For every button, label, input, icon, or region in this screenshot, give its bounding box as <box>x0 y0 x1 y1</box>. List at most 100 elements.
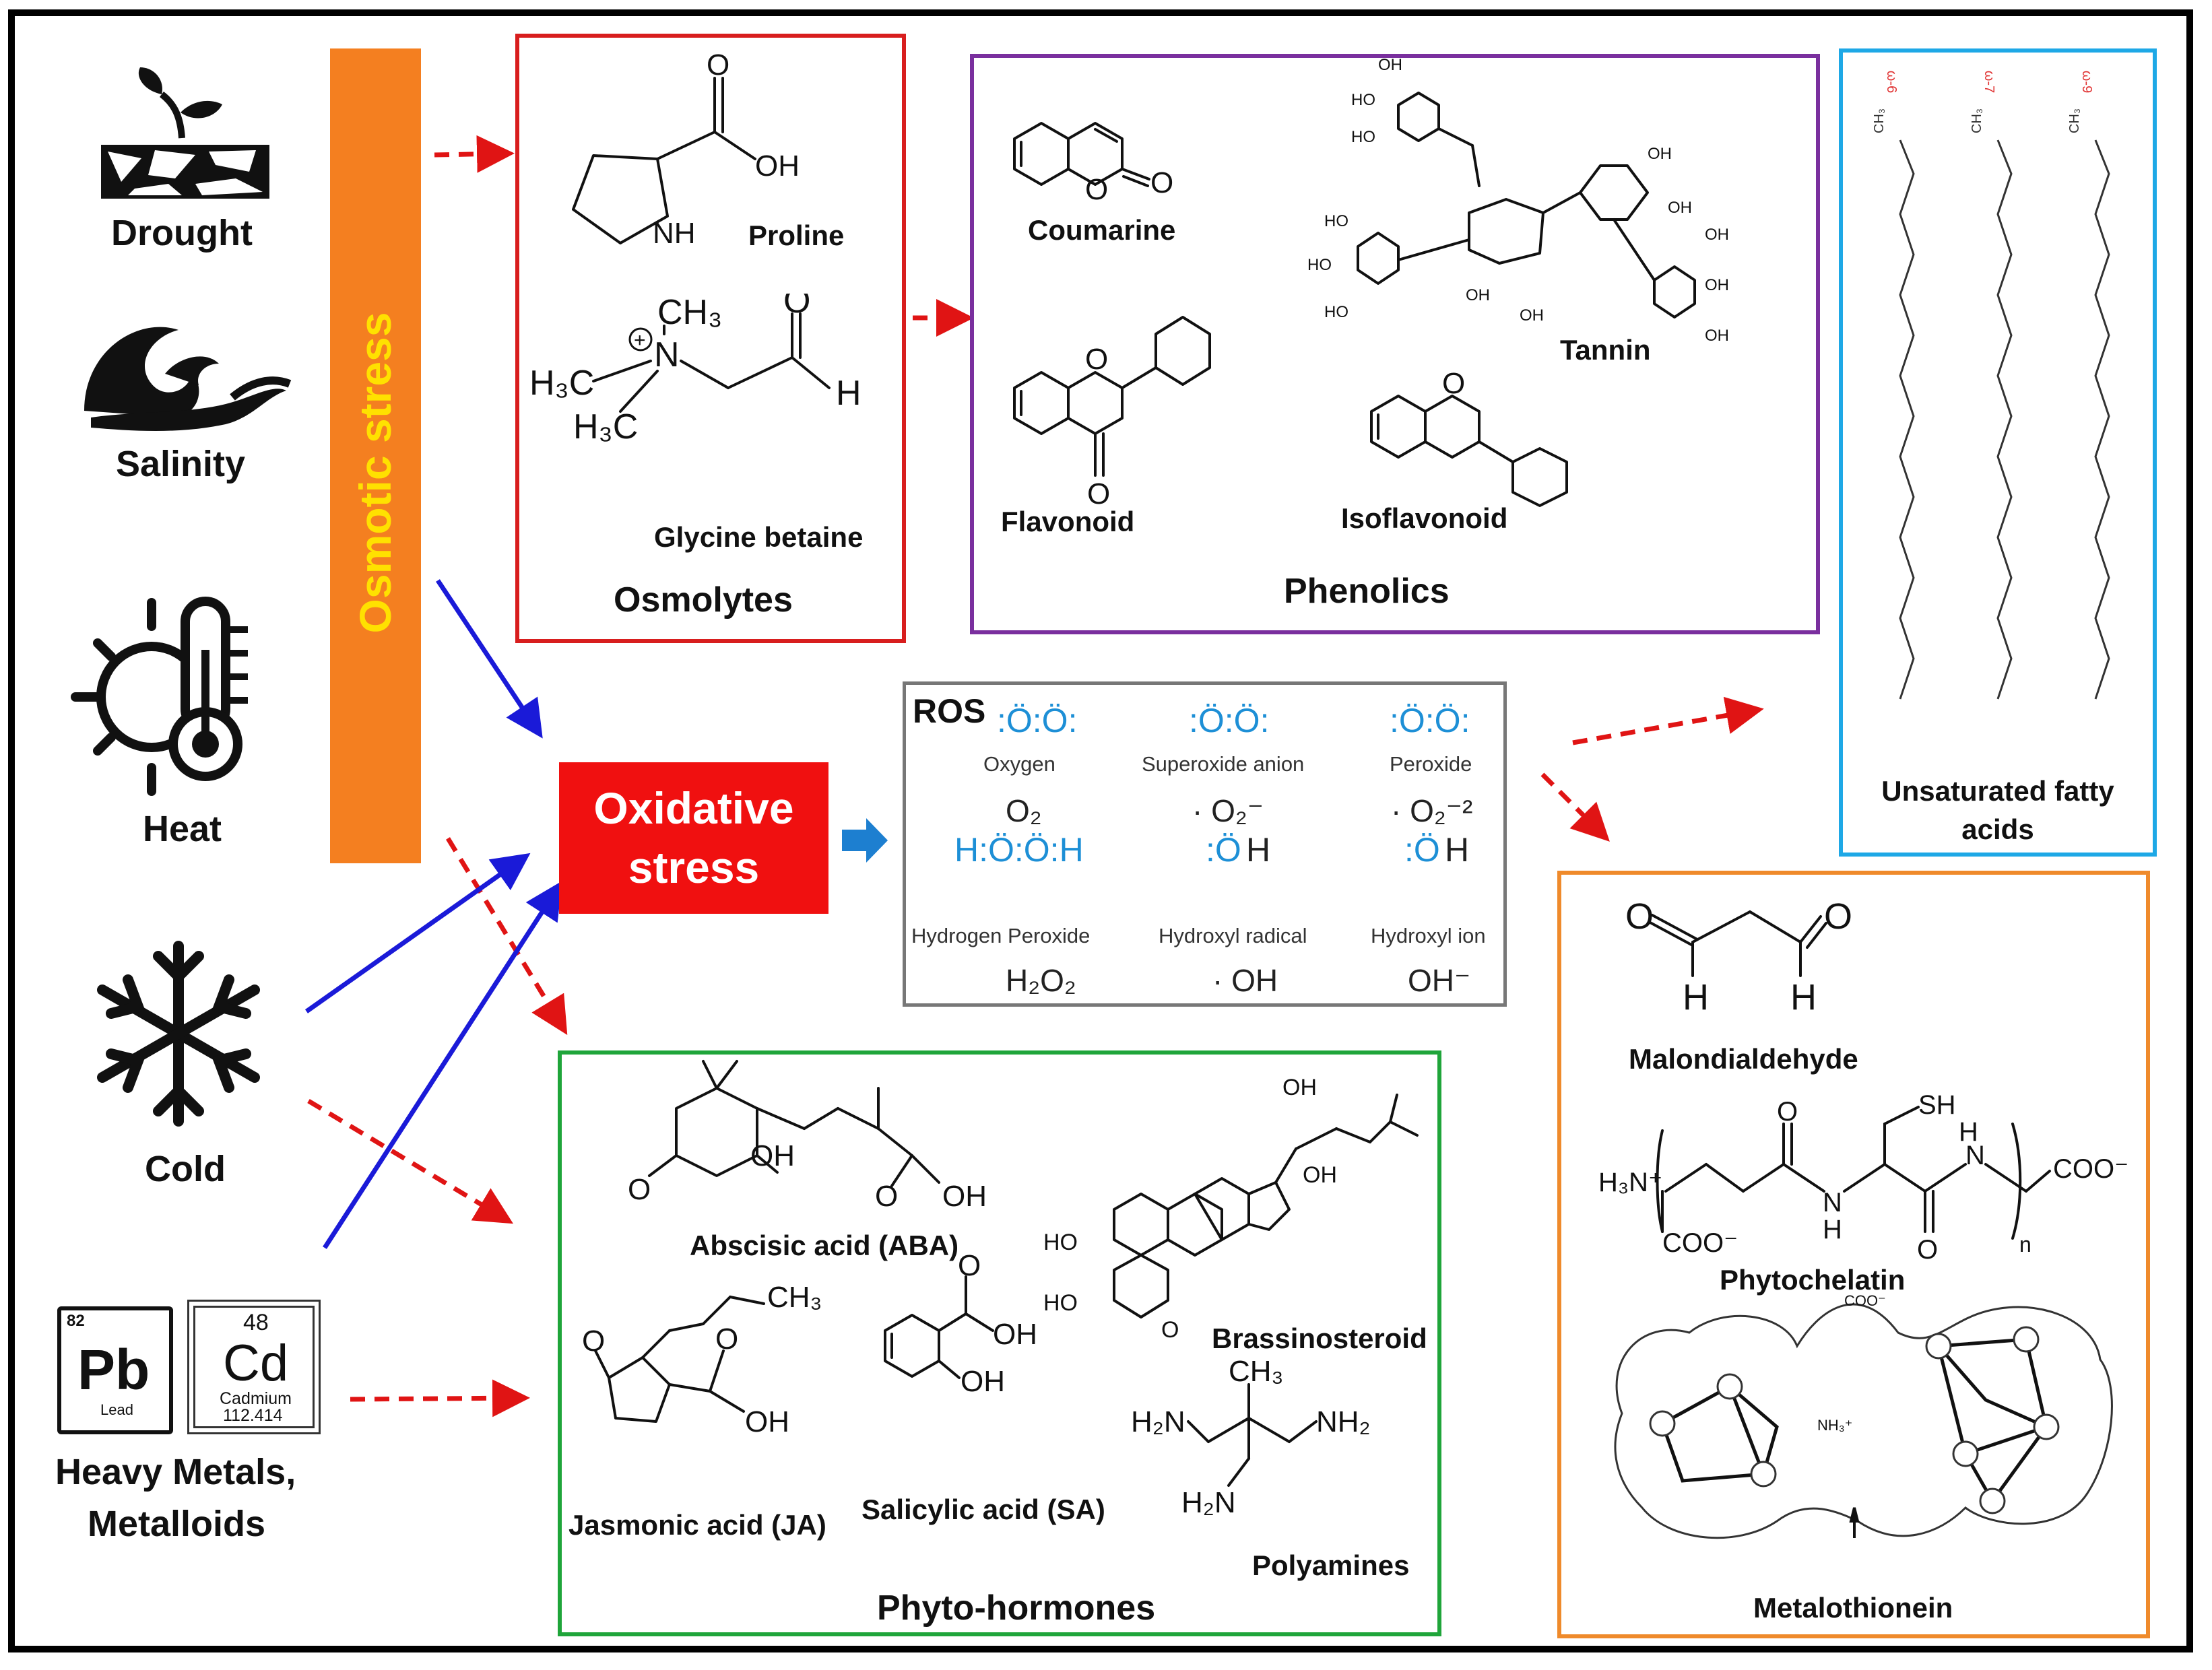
fatty-acid-structures: CH₃ CH₃ CH₃ <box>1872 108 2110 700</box>
isoflavonoid-label: Isoflavonoid <box>1341 502 1508 534</box>
cadmium-symbol: Cd <box>223 1335 289 1392</box>
svg-text:O: O <box>1777 1097 1798 1127</box>
svg-text:OH: OH <box>993 1318 1037 1351</box>
fatty-acids-title-line2: acids <box>1961 813 2034 845</box>
proline-structure: O OH NH <box>572 48 800 250</box>
svg-text:O: O <box>1085 173 1108 206</box>
ros-superoxide-label: Superoxide anion <box>1142 752 1305 776</box>
lead-symbol: Pb <box>77 1338 150 1401</box>
svg-text:CH₃: CH₃ <box>1229 1355 1283 1388</box>
svg-text:SH: SH <box>1918 1090 1956 1120</box>
svg-text:OH: OH <box>1378 58 1402 74</box>
svg-text:OH: OH <box>750 1139 795 1172</box>
phytochelatin-label: Phytochelatin <box>1720 1264 1906 1296</box>
malondialdehyde-structure: O O H H <box>1625 896 1852 1017</box>
chelator-structures: O O H H H₃N⁺ O N H <box>1598 896 2128 1539</box>
fatty-acid-chain-3: CH₃ <box>2067 108 2110 700</box>
svg-text:H: H <box>1959 1117 1978 1147</box>
lead-name: Lead <box>100 1401 133 1418</box>
glycine-betaine-label: Glycine betaine <box>654 521 864 553</box>
oxidative-stress-line2: stress <box>628 842 760 892</box>
svg-text:H: H <box>1823 1215 1842 1244</box>
fatty-acids-box: CH₃ CH₃ CH₃ ω-6 ω-7 ω-9 Unsaturated fatt… <box>1839 48 2157 857</box>
salinity-wave-icon <box>84 327 292 431</box>
arrow-metals-to-phytohormones <box>350 1379 530 1417</box>
phytohormones-title: Phyto-hormones <box>877 1589 1156 1628</box>
svg-text::Ö:Ö:: :Ö:Ö: <box>1390 702 1470 739</box>
arrow-ros-to-fatty-acids <box>1572 696 1764 745</box>
svg-text:OH: OH <box>745 1405 789 1438</box>
svg-text:H: H <box>1246 831 1270 869</box>
proline-label: Proline <box>748 220 845 251</box>
fatty-acid-chain-1: CH₃ <box>1872 108 1915 700</box>
heat-thermometer-icon <box>71 597 248 796</box>
svg-text:· OH: · OH <box>1212 963 1278 998</box>
arrow-metals-to-oxidative <box>323 881 562 1249</box>
svg-text:O: O <box>1625 896 1654 937</box>
svg-text:OH: OH <box>1520 306 1544 325</box>
cadmium-mass: 112.414 <box>223 1406 283 1425</box>
aba-structure: O OH O OH <box>628 1060 987 1213</box>
glycine-betaine-structure: N + CH₃ H₃C H₃C O H <box>529 294 861 446</box>
coumarine-label: Coumarine <box>1028 214 1176 246</box>
flavonoid-structure: O O <box>1013 316 1211 510</box>
svg-text:O₂: O₂ <box>1006 793 1042 828</box>
svg-text:HO: HO <box>1324 303 1348 321</box>
svg-text:NH₂: NH₂ <box>1316 1405 1371 1438</box>
metalothionein-label: Metalothionein <box>1753 1592 1953 1624</box>
svg-text:HO: HO <box>1043 1290 1078 1316</box>
svg-text:OH: OH <box>1705 276 1729 294</box>
svg-text:COO⁻: COO⁻ <box>1662 1228 1738 1258</box>
svg-text:H: H <box>836 374 861 413</box>
osmotic-stress-label: Osmotic stress <box>350 312 400 634</box>
svg-text:· O₂⁻²: · O₂⁻² <box>1391 793 1472 828</box>
phenolics-box: O O O O OH HO H <box>970 54 1820 634</box>
svg-text:O: O <box>783 294 810 321</box>
svg-text:O: O <box>1161 1317 1179 1343</box>
metalothionein-structure: COO⁻ NH₃⁺ <box>1614 1292 2113 1539</box>
arrow-drought-to-osmolytes <box>434 135 515 173</box>
isoflavonoid-structure: O <box>1370 367 1568 507</box>
cadmium-name: Cadmium <box>220 1389 292 1408</box>
svg-text:OH: OH <box>1705 226 1729 244</box>
svg-text:O: O <box>1824 896 1852 937</box>
aba-label: Abscisic acid (ABA) <box>690 1230 959 1261</box>
svg-text:O: O <box>1442 367 1465 400</box>
svg-text:OH: OH <box>1282 1075 1317 1100</box>
svg-text:OH: OH <box>1668 199 1692 217</box>
svg-text::Ö:Ö:: :Ö:Ö: <box>1189 702 1269 739</box>
arrow-osmotic-to-oxidative <box>436 579 543 739</box>
osmolytes-title: Osmolytes <box>614 580 793 620</box>
ros-title: ROS <box>913 692 986 730</box>
svg-text:NH₃⁺: NH₃⁺ <box>1817 1417 1852 1434</box>
svg-text:H₃N⁺: H₃N⁺ <box>1598 1168 1662 1197</box>
svg-text:O: O <box>628 1173 651 1206</box>
svg-text:CH₃: CH₃ <box>1970 108 1984 133</box>
sa-label: Salicylic acid (SA) <box>861 1494 1105 1525</box>
oxidative-stress-line1: Oxidative <box>593 783 794 833</box>
svg-text:OH: OH <box>1303 1162 1337 1188</box>
ros-hydroxyl-radical-label: Hydroxyl radical <box>1159 924 1307 947</box>
svg-text:OH: OH <box>942 1180 987 1213</box>
svg-text:COO⁻: COO⁻ <box>2053 1154 2128 1184</box>
figure-frame <box>8 9 2193 1652</box>
svg-text:CH₃: CH₃ <box>657 294 722 332</box>
svg-text:NH: NH <box>653 217 696 250</box>
svg-text:H: H <box>1790 977 1817 1017</box>
tannin-structure: OH HO HO OH OH HO HO HO OH OH OH OH OH <box>1307 58 1729 345</box>
oxidative-stress-box: Oxidative stress <box>559 762 828 914</box>
svg-text:N: N <box>1823 1188 1842 1217</box>
svg-text:O: O <box>582 1325 605 1358</box>
svg-text:OH: OH <box>1648 145 1672 163</box>
metal-chelators-box: O O H H H₃N⁺ O N H <box>1557 871 2150 1638</box>
lead-element-tile: 82 Pb Lead <box>57 1306 173 1434</box>
osmolytes-box: O OH NH Proline N + CH₃ H₃C H₃C O H Glyc… <box>515 34 906 643</box>
polyamines-structure: CH₃ H₂N NH₂ H₂N <box>1131 1355 1371 1519</box>
svg-text:N: N <box>1965 1141 1985 1170</box>
phenolics-title: Phenolics <box>1284 572 1450 611</box>
svg-text:H:Ö:Ö:H: H:Ö:Ö:H <box>954 831 1084 869</box>
svg-text::Ö:Ö:: :Ö:Ö: <box>997 702 1077 739</box>
phenolic-structures: O O O O OH HO H <box>1013 58 1729 510</box>
svg-text:· O₂⁻: · O₂⁻ <box>1192 793 1264 828</box>
brassinosteroid-label: Brassinosteroid <box>1212 1323 1427 1354</box>
